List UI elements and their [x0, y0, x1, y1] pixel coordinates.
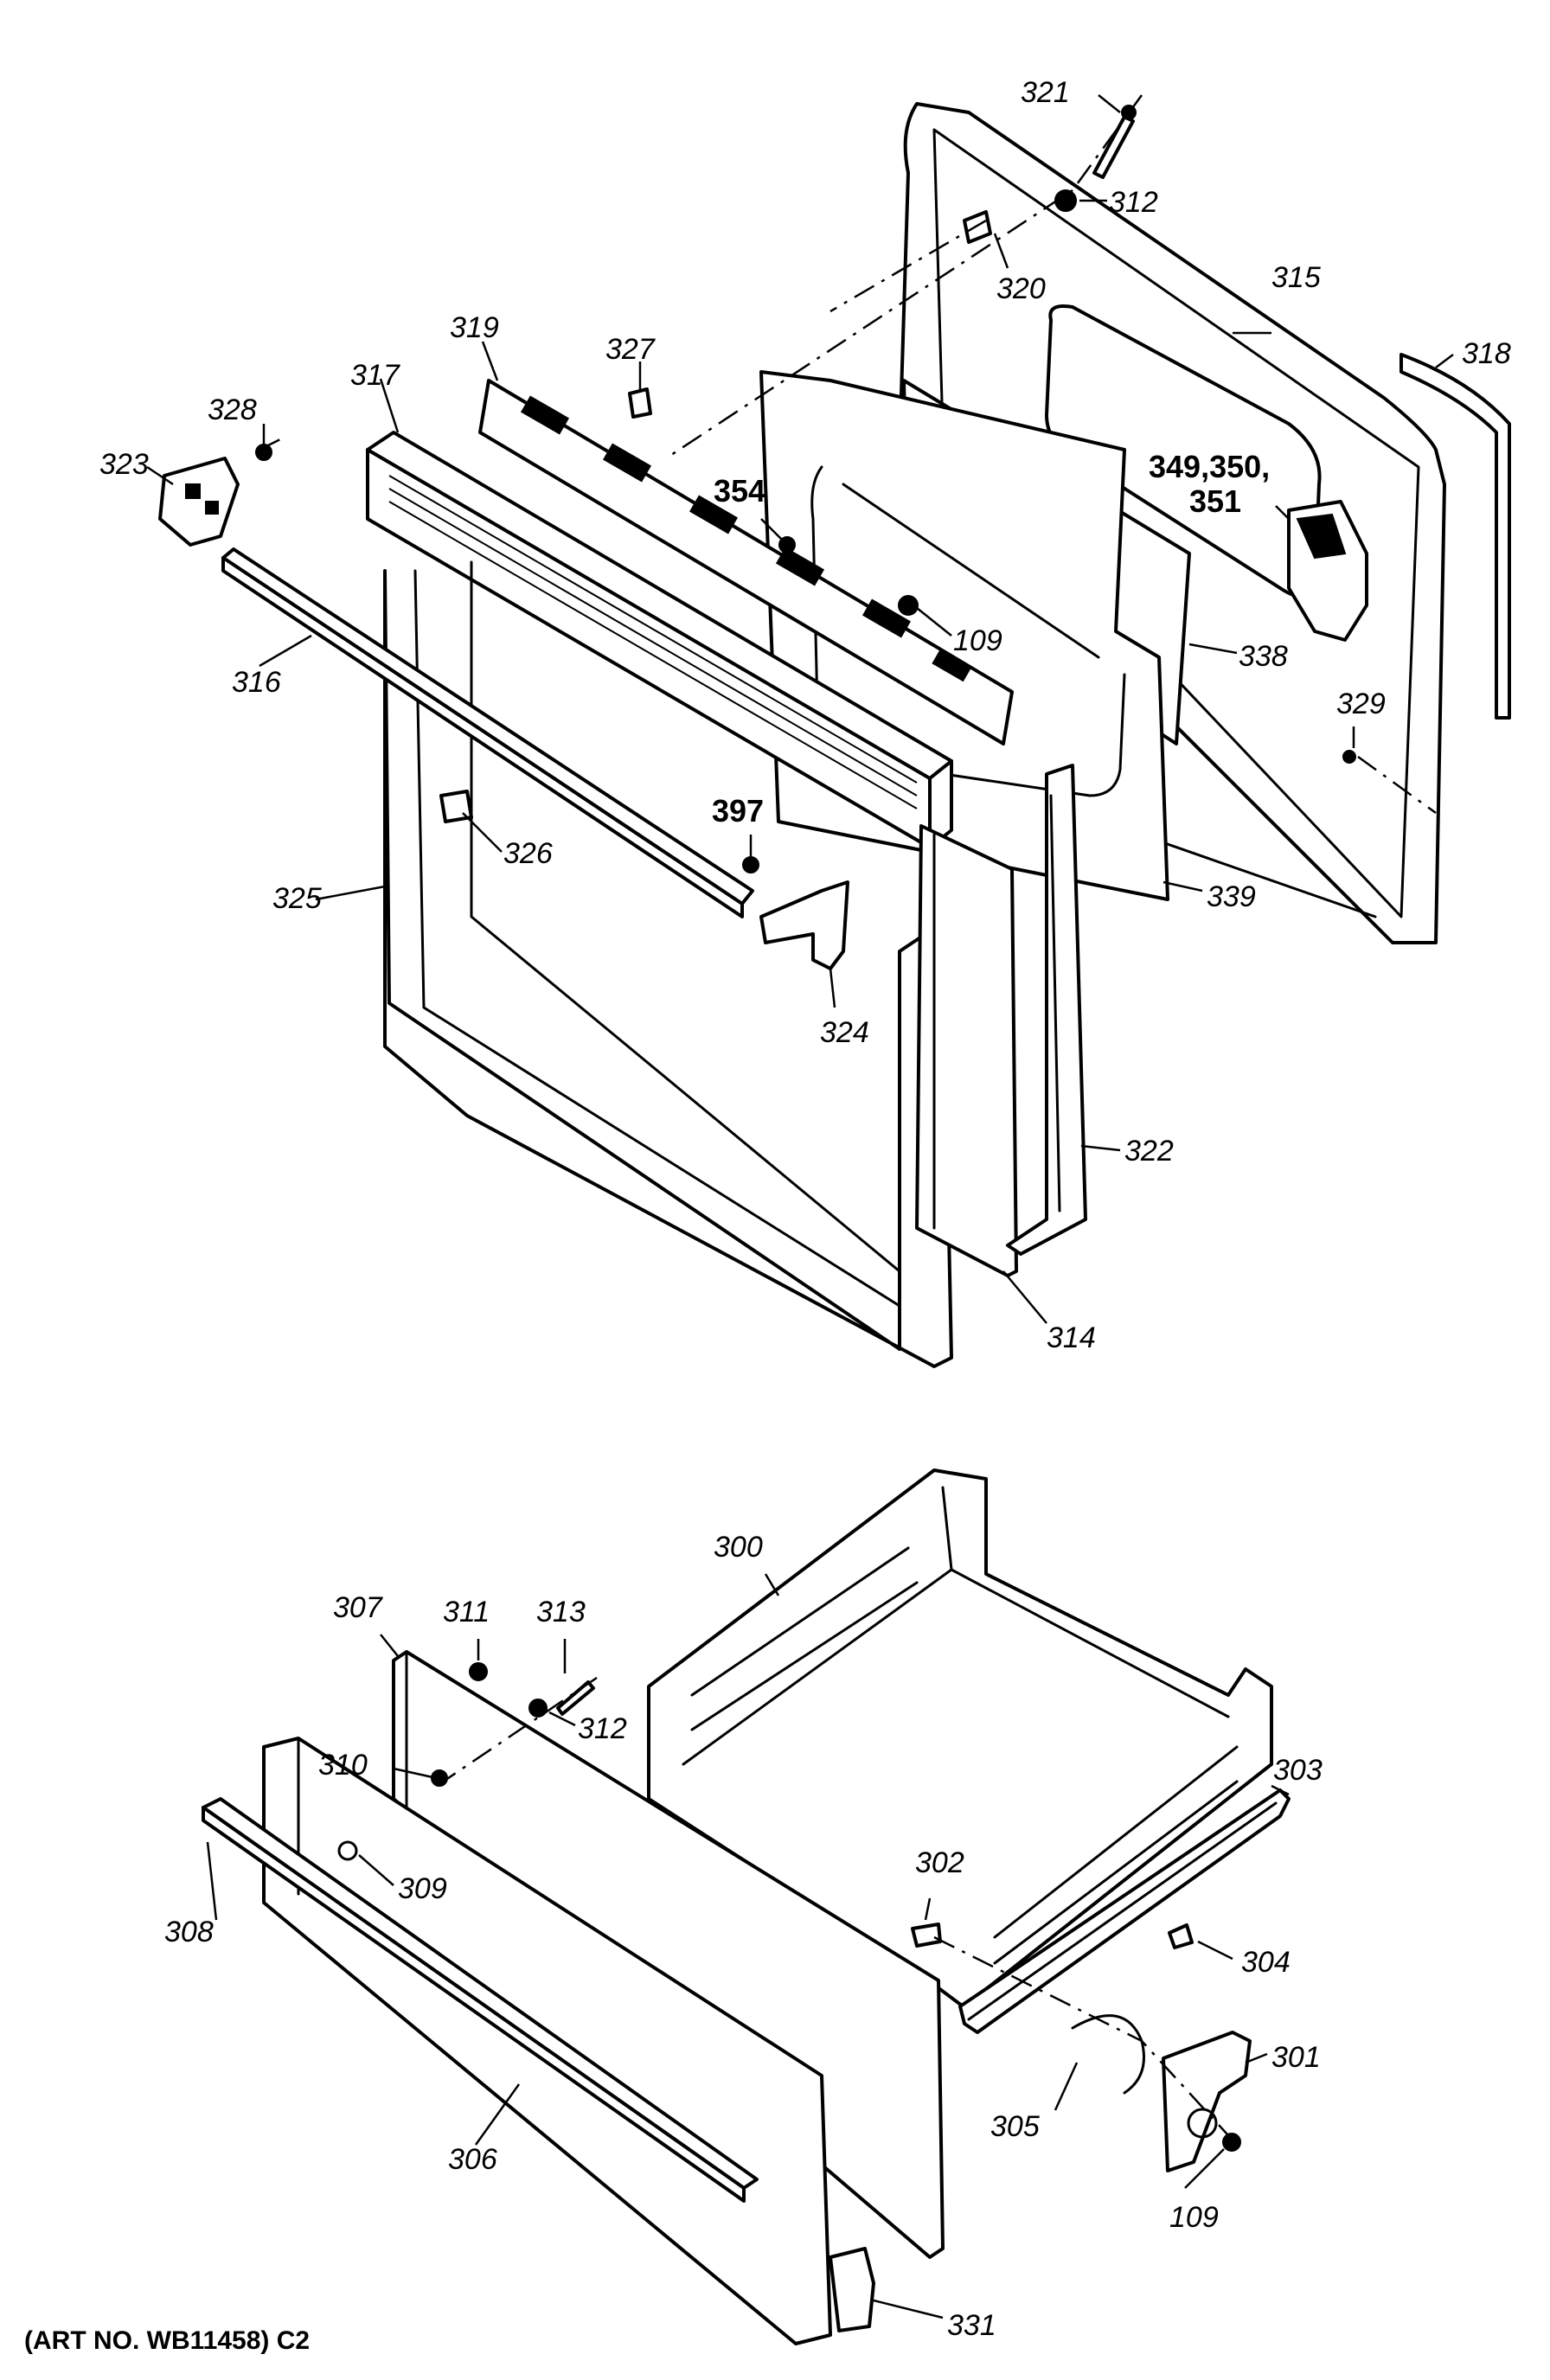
hinge-bracket-323 [158, 457, 240, 547]
label-331: 331 [947, 2309, 996, 2342]
handle-bracket-324 [759, 880, 849, 970]
label-338: 338 [1239, 640, 1288, 673]
label-311: 311 [443, 1596, 490, 1628]
label-310: 310 [318, 1749, 368, 1782]
label-397: 397 [712, 793, 764, 829]
label-300: 300 [714, 1531, 763, 1564]
label-309: 309 [398, 1872, 447, 1905]
label-109-bottom: 109 [1169, 2201, 1219, 2234]
label-326: 326 [503, 837, 553, 870]
leader-lines-bottom [206, 1573, 1290, 2319]
label-306: 306 [448, 2143, 497, 2176]
vent-trim-317 [366, 431, 953, 849]
side-trim-322 [1006, 764, 1087, 1256]
label-349-350: 349,350, [1149, 449, 1270, 484]
leader-lines-top [146, 94, 1454, 1324]
label-312-bottom: 312 [578, 1712, 627, 1745]
bracket-331 [829, 2247, 875, 2332]
drawer-handle-308 [202, 1797, 759, 2203]
label-324: 324 [820, 1016, 869, 1049]
ring-305 [1071, 2014, 1145, 2095]
label-307: 307 [333, 1591, 383, 1624]
small-hardware [255, 105, 1368, 873]
label-320: 320 [996, 272, 1046, 305]
label-304: 304 [1241, 1946, 1291, 1979]
label-314: 314 [1047, 1321, 1096, 1354]
alignment-lines-top [259, 94, 1437, 815]
label-354: 354 [714, 473, 765, 509]
label-339: 339 [1207, 880, 1256, 913]
vent-bracket-319 [478, 379, 1014, 745]
label-313: 313 [536, 1596, 586, 1628]
label-351: 351 [1189, 483, 1241, 519]
label-329: 329 [1336, 688, 1386, 720]
label-302: 302 [915, 1846, 964, 1879]
bracket-301 [1162, 2031, 1252, 2172]
label-316: 316 [232, 666, 281, 699]
callout-labels: 321 312 320 315 318 319 327 317 328 323 … [99, 76, 1511, 2342]
label-305: 305 [990, 2110, 1040, 2143]
label-301: 301 [1271, 2041, 1321, 2074]
label-318: 318 [1462, 337, 1511, 370]
label-312-top: 312 [1109, 186, 1158, 219]
label-325: 325 [272, 882, 322, 915]
label-323: 323 [99, 448, 149, 481]
label-328: 328 [208, 393, 257, 426]
gasket-314 [915, 824, 1018, 1277]
label-319: 319 [450, 311, 499, 344]
label-317: 317 [350, 359, 400, 392]
art-number-caption: (ART NO. WB11458) C2 [24, 2326, 311, 2355]
label-109-top: 109 [953, 624, 1002, 657]
label-303: 303 [1273, 1754, 1323, 1787]
label-327: 327 [605, 333, 656, 366]
label-321: 321 [1021, 76, 1070, 109]
label-315: 315 [1271, 261, 1321, 294]
label-308: 308 [164, 1916, 214, 1948]
door-gasket-318 [1399, 353, 1511, 720]
alignment-lines-bottom [436, 1676, 1238, 2146]
label-322: 322 [1124, 1135, 1174, 1168]
door-handle-316 [221, 547, 754, 918]
